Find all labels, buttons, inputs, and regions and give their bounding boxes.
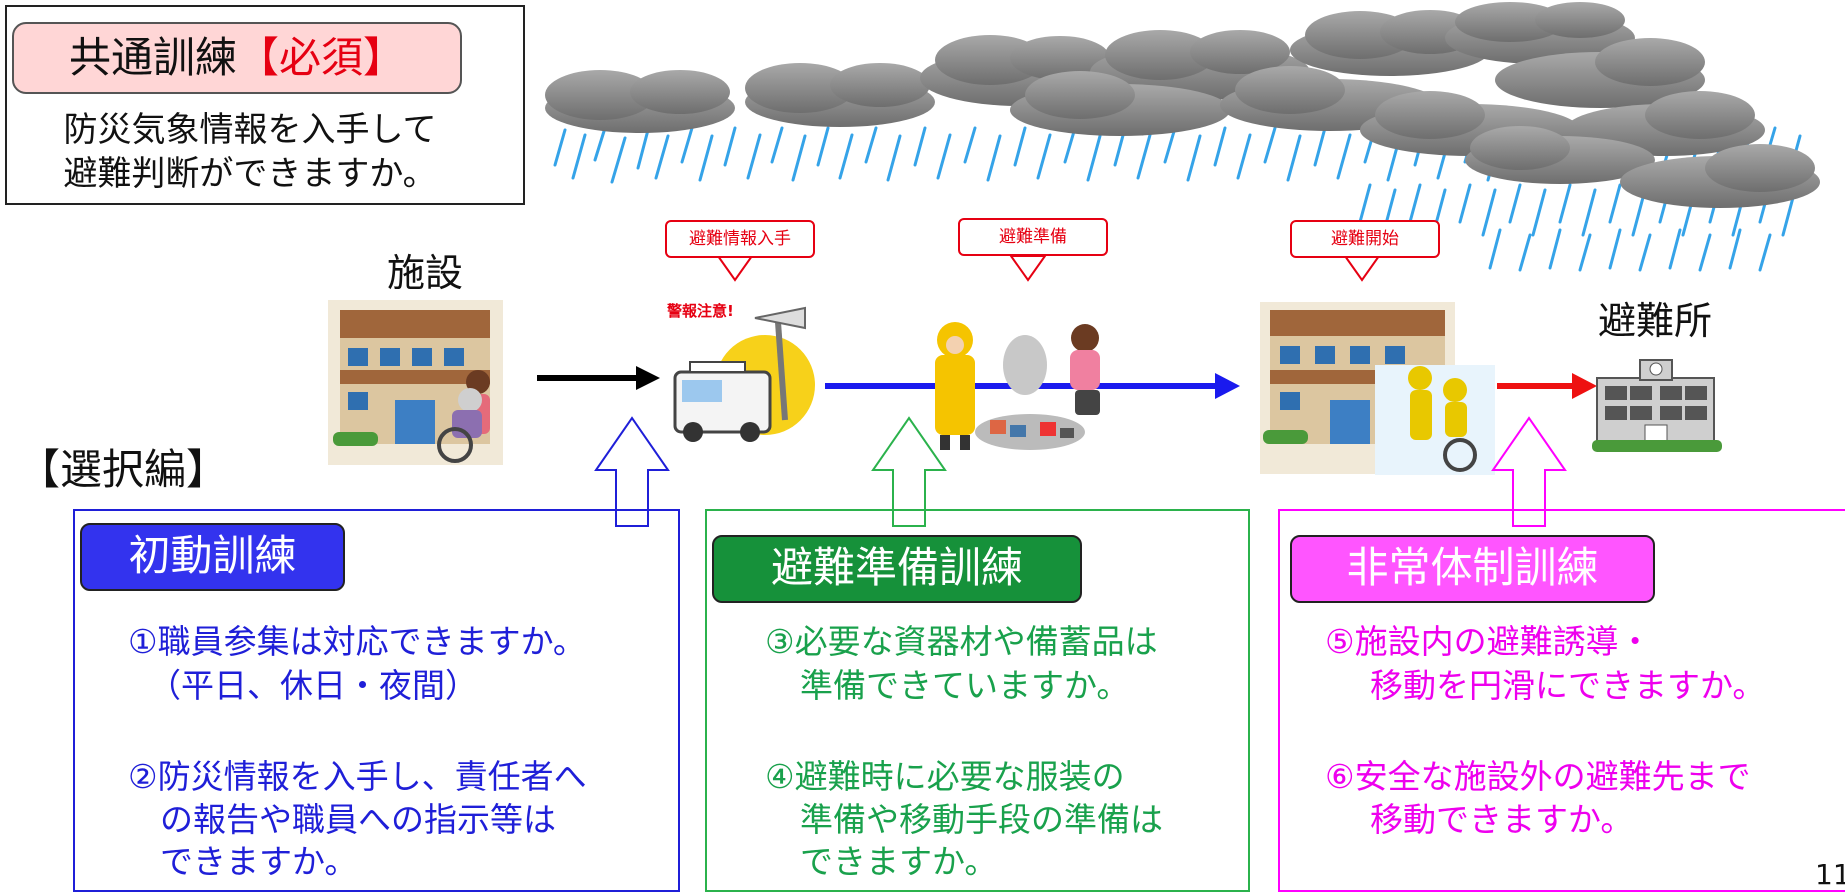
common-training-label: 共通訓練	[68, 33, 237, 82]
emergency-item-6: ⑥安全な施設外の避難先まで	[1325, 757, 1751, 796]
evacuation-preparation-icon	[935, 322, 1100, 450]
callout-evacuation-info: 避難情報入手	[665, 220, 815, 258]
shelter-label: 避難所	[1598, 299, 1713, 343]
emergency-training-panel	[1278, 509, 1845, 892]
black-arrow	[537, 366, 660, 390]
prepare-item-4: ④避難時に必要な服装の	[765, 757, 1125, 796]
up-arrow-green	[871, 416, 947, 527]
common-training-title: 共通訓練【必須】	[12, 22, 462, 94]
required-label: 【必須】	[237, 33, 406, 82]
page-number: 11	[1815, 858, 1845, 891]
facility-building-icon	[328, 300, 503, 465]
initial-item-2: ②防災情報を入手し、責任者へ	[128, 757, 587, 796]
up-arrow-pink	[1491, 416, 1567, 527]
initial-item-2-end: できますか。	[160, 842, 358, 881]
storm-clouds	[545, 2, 1820, 208]
prepare-item-3-cont: 準備できていますか。	[800, 666, 1130, 705]
callout-pointers	[716, 255, 1381, 282]
initial-training-tag: 初動訓練	[80, 523, 345, 591]
prepare-item-4-cont: 準備や移動手段の準備は	[800, 800, 1163, 839]
common-desc-line-2: 避難判断ができますか。	[63, 154, 437, 194]
facility-label: 施設	[387, 251, 464, 295]
emergency-item-6-cont: 移動できますか。	[1370, 800, 1634, 839]
warning-label: 警報注意!	[667, 302, 734, 320]
initial-training-panel	[73, 509, 680, 892]
common-desc-line-1: 防災気象情報を入手して	[63, 110, 437, 150]
prepare-training-tag: 避難準備訓練	[712, 535, 1082, 603]
callout-evacuation-prepare: 避難準備	[958, 218, 1108, 256]
shelter-building-icon	[1592, 359, 1722, 452]
prepare-item-4-end: できますか。	[800, 842, 998, 881]
prepare-training-panel	[705, 509, 1250, 892]
up-arrow-blue	[594, 416, 670, 527]
selection-label: 【選択編】	[18, 445, 229, 494]
initial-item-1-sub: （平日、休日・夜間）	[148, 666, 478, 705]
red-arrow	[1497, 373, 1597, 399]
emergency-training-tag: 非常体制訓練	[1290, 535, 1655, 603]
initial-item-2-cont: の報告や職員への指示等は	[160, 800, 556, 839]
emergency-item-5-cont: 移動を円滑にできますか。	[1370, 666, 1766, 705]
callout-evacuation-start: 避難開始	[1290, 220, 1440, 258]
facility-evacuation-icon	[1260, 302, 1495, 475]
initial-item-1: ①職員参集は対応できますか。	[128, 622, 586, 661]
emergency-item-5: ⑤施設内の避難誘導・	[1325, 622, 1652, 661]
warning-truck-icon	[673, 306, 815, 442]
common-training-description: 防災気象情報を入手して 避難判断ができますか。	[20, 108, 480, 196]
prepare-item-3: ③必要な資器材や備蓄品は	[765, 622, 1158, 661]
